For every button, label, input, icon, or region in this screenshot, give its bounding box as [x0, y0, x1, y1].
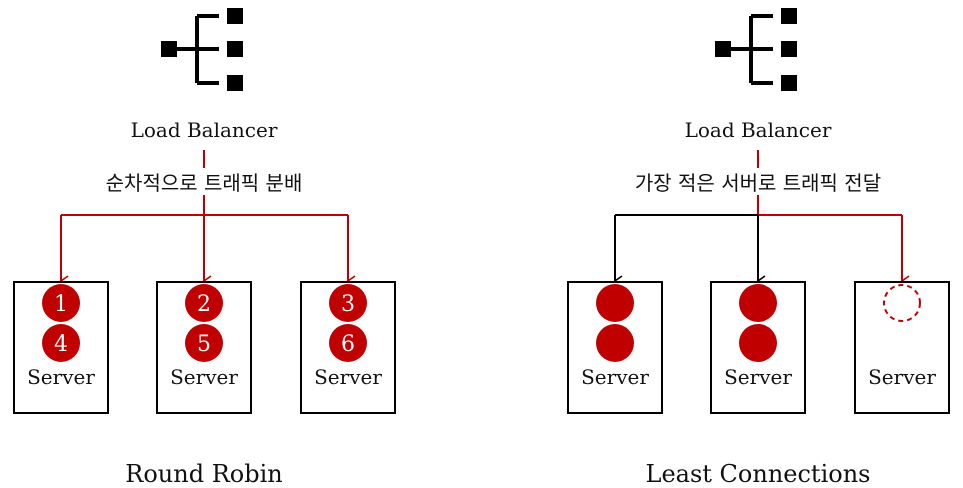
load-balancer-icon — [715, 8, 797, 91]
server-label: Server — [724, 365, 792, 389]
server-label: Server — [868, 365, 936, 389]
connection-marker — [596, 284, 634, 322]
server-box: Server — [854, 281, 950, 414]
load-balancer-label: Load Balancer — [131, 118, 278, 142]
connection-marker — [739, 284, 777, 322]
least-connections-connectors — [613, 150, 910, 287]
server-label: Server — [170, 365, 238, 389]
server-box: 3 6 Server — [300, 281, 396, 414]
request-marker — [329, 324, 367, 362]
request-marker — [185, 284, 223, 322]
server-label: Server — [581, 365, 649, 389]
request-number: 6 — [341, 332, 355, 357]
request-number: 1 — [54, 292, 68, 317]
round-robin-panel: Load Balancer 순차적으로 트래픽 분배 1 4 Server 2 … — [13, 8, 396, 488]
server-box: Server — [567, 281, 663, 414]
request-marker — [185, 324, 223, 362]
request-marker — [42, 284, 80, 322]
distribution-description: 순차적으로 트래픽 분배 — [106, 171, 303, 195]
round-robin-caption: Round Robin — [125, 460, 282, 488]
server-label: Server — [27, 365, 95, 389]
server-box: 1 4 Server — [13, 281, 109, 414]
least-connections-panel: Load Balancer 가장 적은 서버로 트래픽 전달 Server Se… — [567, 8, 950, 488]
request-number: 4 — [54, 332, 68, 357]
round-robin-connectors — [59, 150, 356, 287]
request-number: 3 — [341, 292, 355, 317]
request-number: 5 — [197, 332, 211, 357]
load-balancer-icon — [161, 8, 243, 91]
request-marker — [42, 324, 80, 362]
request-marker — [329, 284, 367, 322]
server-label: Server — [314, 365, 382, 389]
least-connections-caption: Least Connections — [646, 460, 871, 488]
connection-marker — [739, 324, 777, 362]
incoming-connection-marker — [883, 284, 921, 322]
server-box: 2 5 Server — [156, 281, 252, 414]
request-number: 2 — [197, 292, 211, 317]
connection-marker — [596, 324, 634, 362]
routing-description: 가장 적은 서버로 트래픽 전달 — [635, 171, 881, 195]
load-balancer-label: Load Balancer — [685, 118, 832, 142]
server-box: Server — [710, 281, 806, 414]
